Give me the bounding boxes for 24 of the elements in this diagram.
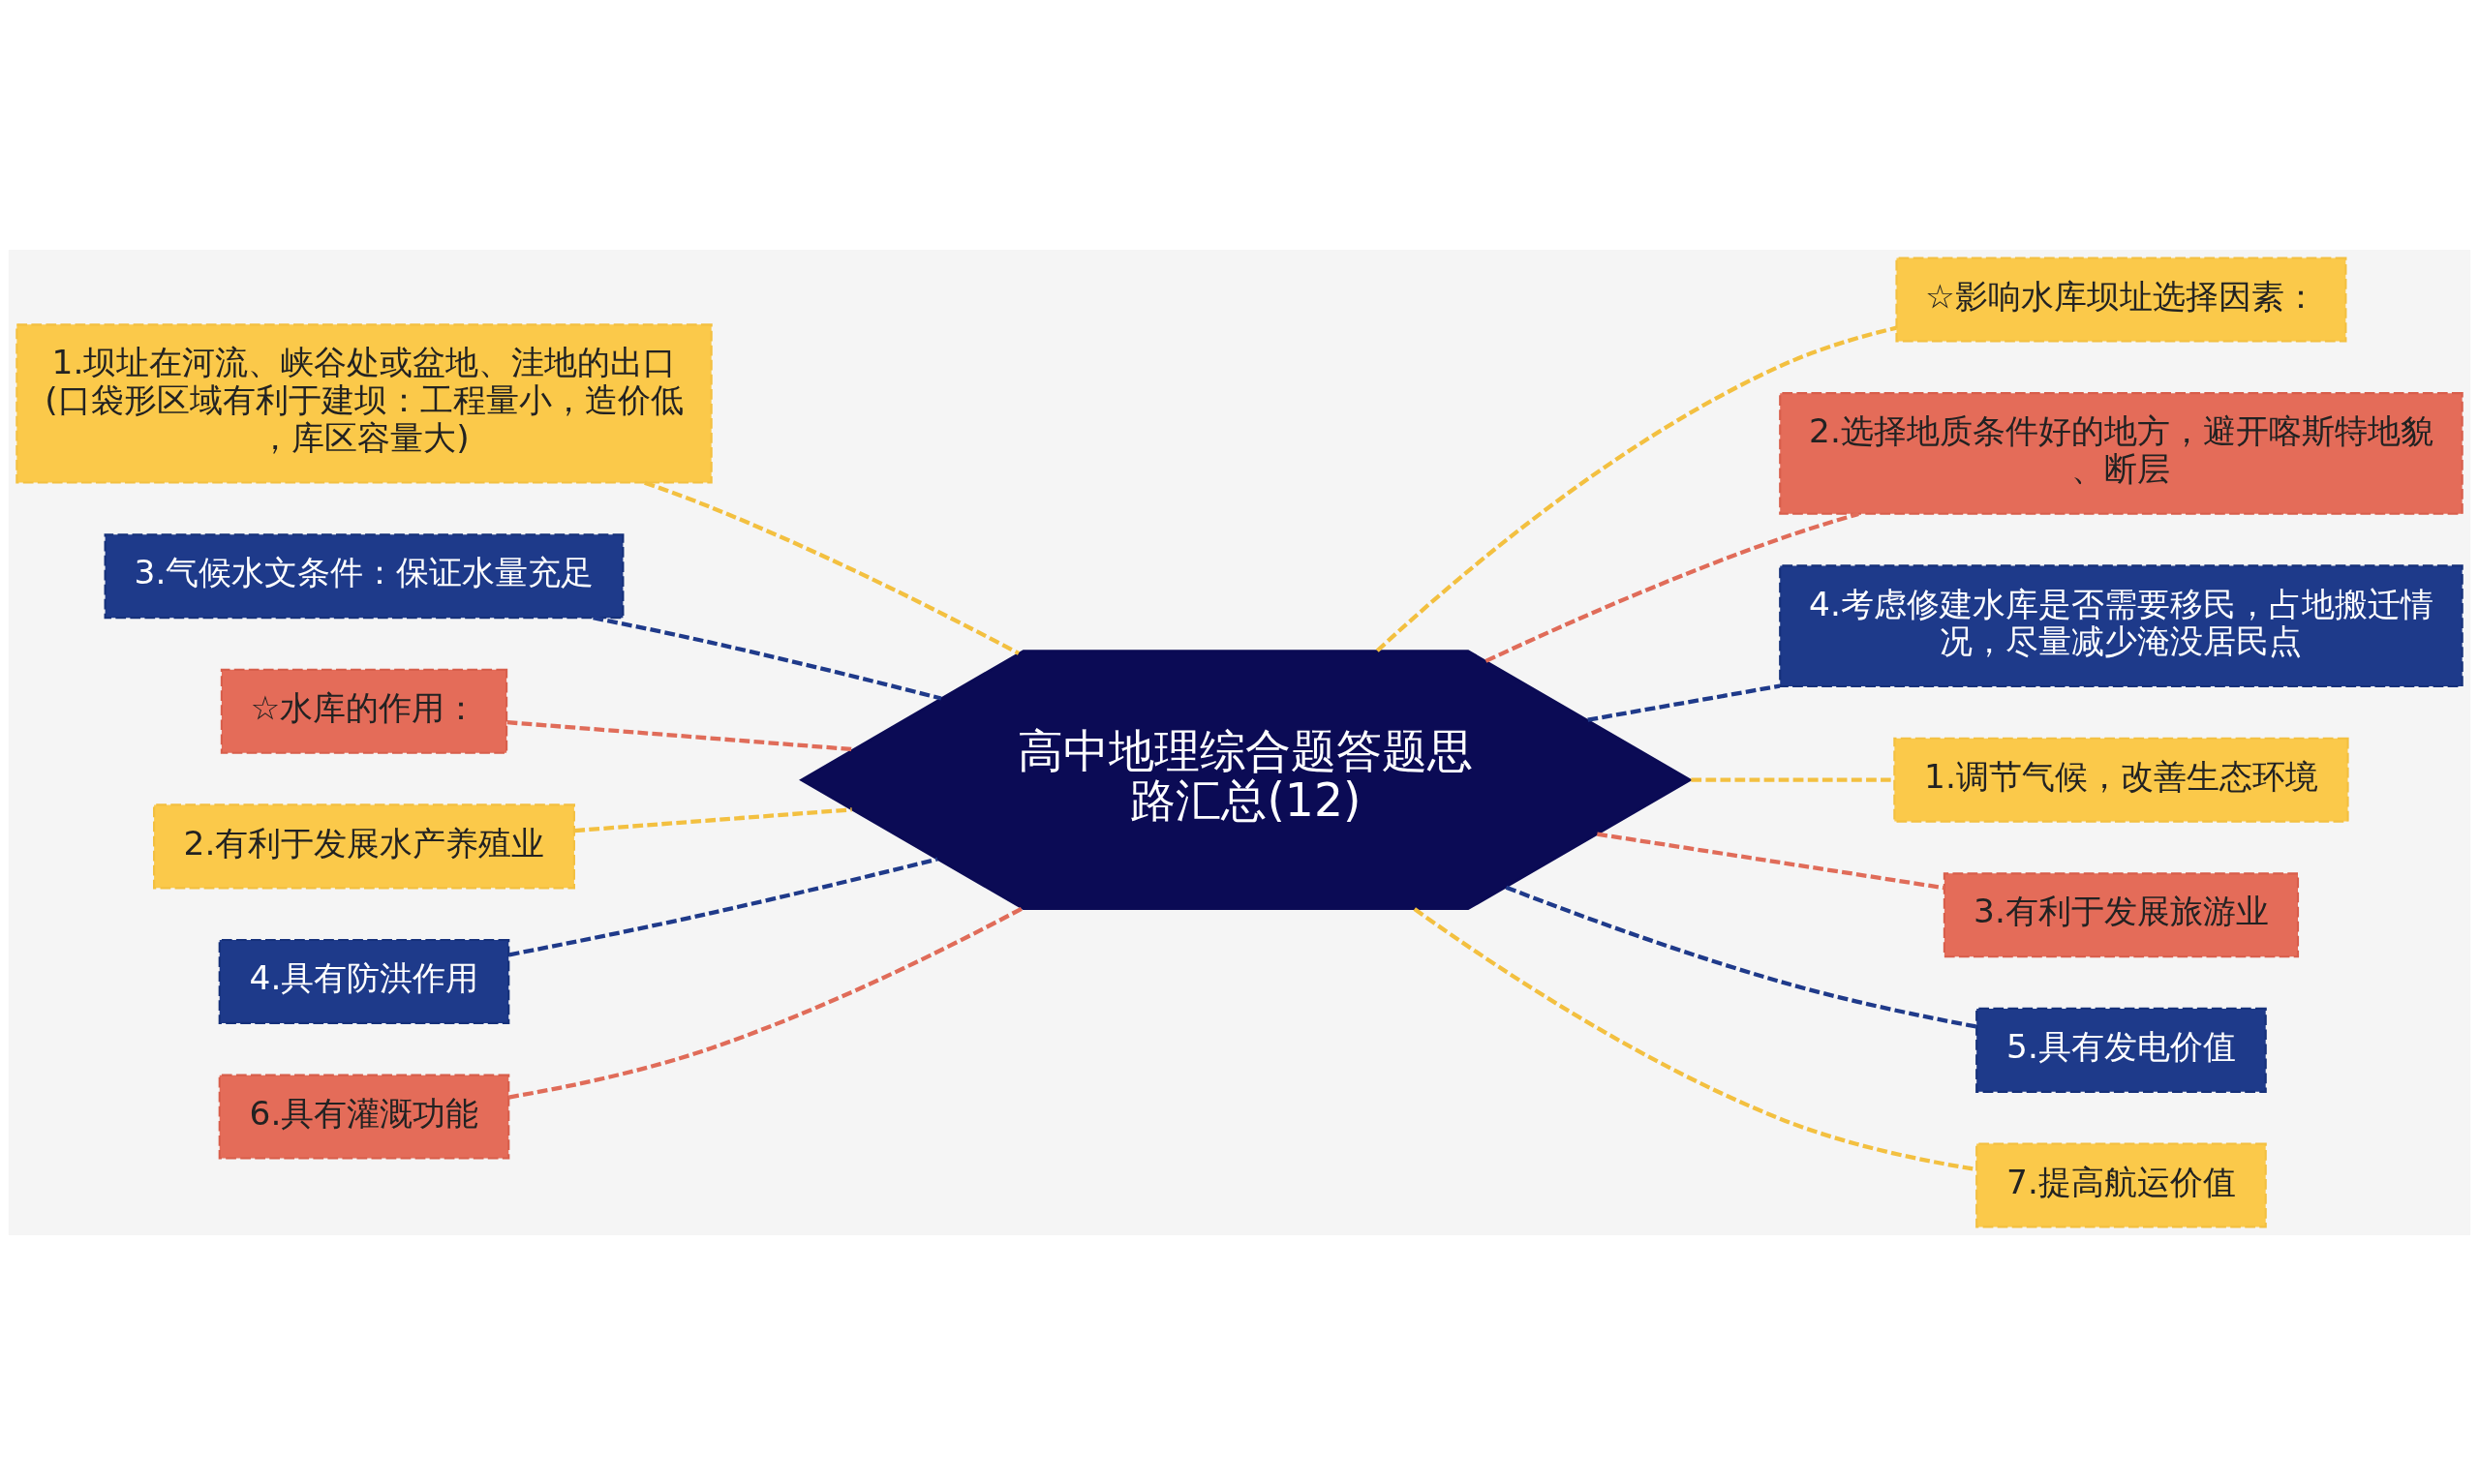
- connector: [506, 719, 854, 751]
- node-box: 4.考虑修建水库是否需要移民，占地搬迁情况，尽量减少淹没居民点: [1779, 563, 2464, 687]
- node-box: 2.选择地质条件好的地方，避开喀斯特地貌、断层: [1779, 391, 2464, 515]
- node-box: 6.具有灌溉功能: [218, 1074, 510, 1160]
- connector: [507, 906, 1023, 1100]
- connector: [1587, 683, 1781, 722]
- connector: [1375, 325, 1897, 652]
- node-box: 3.有利于发展旅游业: [1943, 871, 2300, 957]
- node-box: ☆水库的作用：: [220, 668, 508, 754]
- node-box: ☆影响水库坝址选择因素：: [1895, 257, 2347, 343]
- connector: [508, 856, 938, 956]
- node-box: 1.调节气候，改善生态环境: [1893, 737, 2349, 823]
- connector: [593, 615, 942, 701]
- node-box: 4.具有防洪作用: [218, 938, 510, 1024]
- connector: [1484, 511, 1859, 663]
- connector: [1597, 832, 1945, 890]
- node-box: 5.具有发电价值: [1975, 1007, 2267, 1093]
- node-box: 1.坝址在河流、峡谷处或盆地、洼地的出口(口袋形区域有利于建坝：工程量小，造价低，库区容量大): [15, 322, 713, 484]
- node-box: 3.气候水文条件：保证水量充足: [104, 532, 625, 619]
- connector: [574, 806, 852, 833]
- node-box: 7.提高航运价值: [1975, 1141, 2267, 1227]
- node-box: 2.有利于发展水产养殖业: [153, 803, 575, 889]
- connector: [1505, 885, 1976, 1029]
- connector: [644, 480, 1020, 655]
